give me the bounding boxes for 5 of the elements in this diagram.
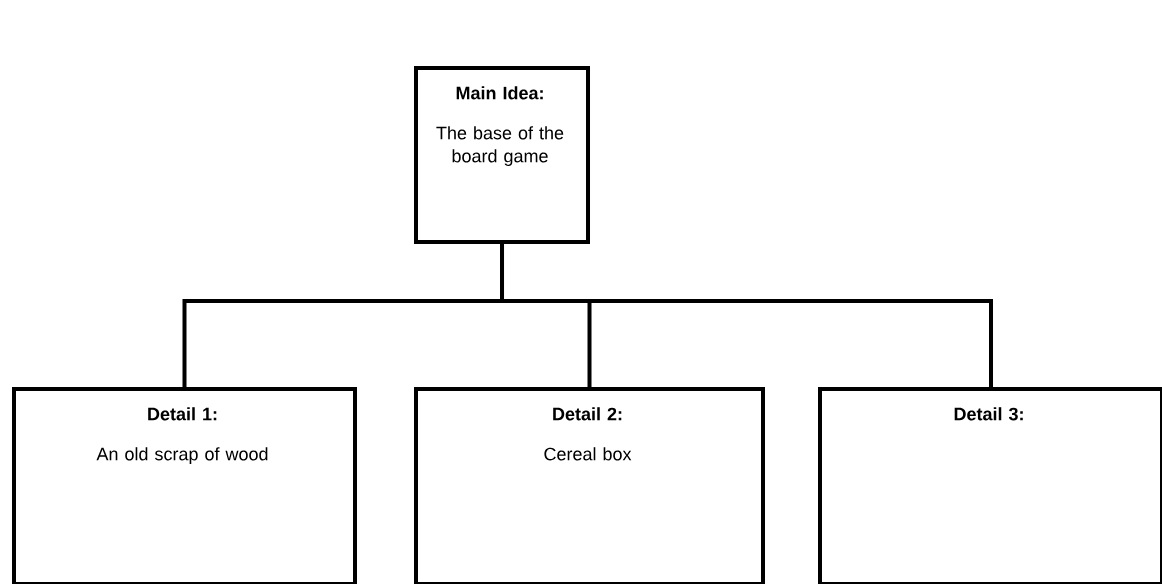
main-idea-box: Main Idea: The base of the board game: [414, 66, 590, 244]
connector-line: [500, 244, 993, 387]
detail-box: Detail 2: Cereal box: [414, 387, 765, 584]
detail-box: Detail 1: An old scrap of wood: [12, 387, 357, 584]
detail-box: Detail 3:: [818, 387, 1162, 584]
